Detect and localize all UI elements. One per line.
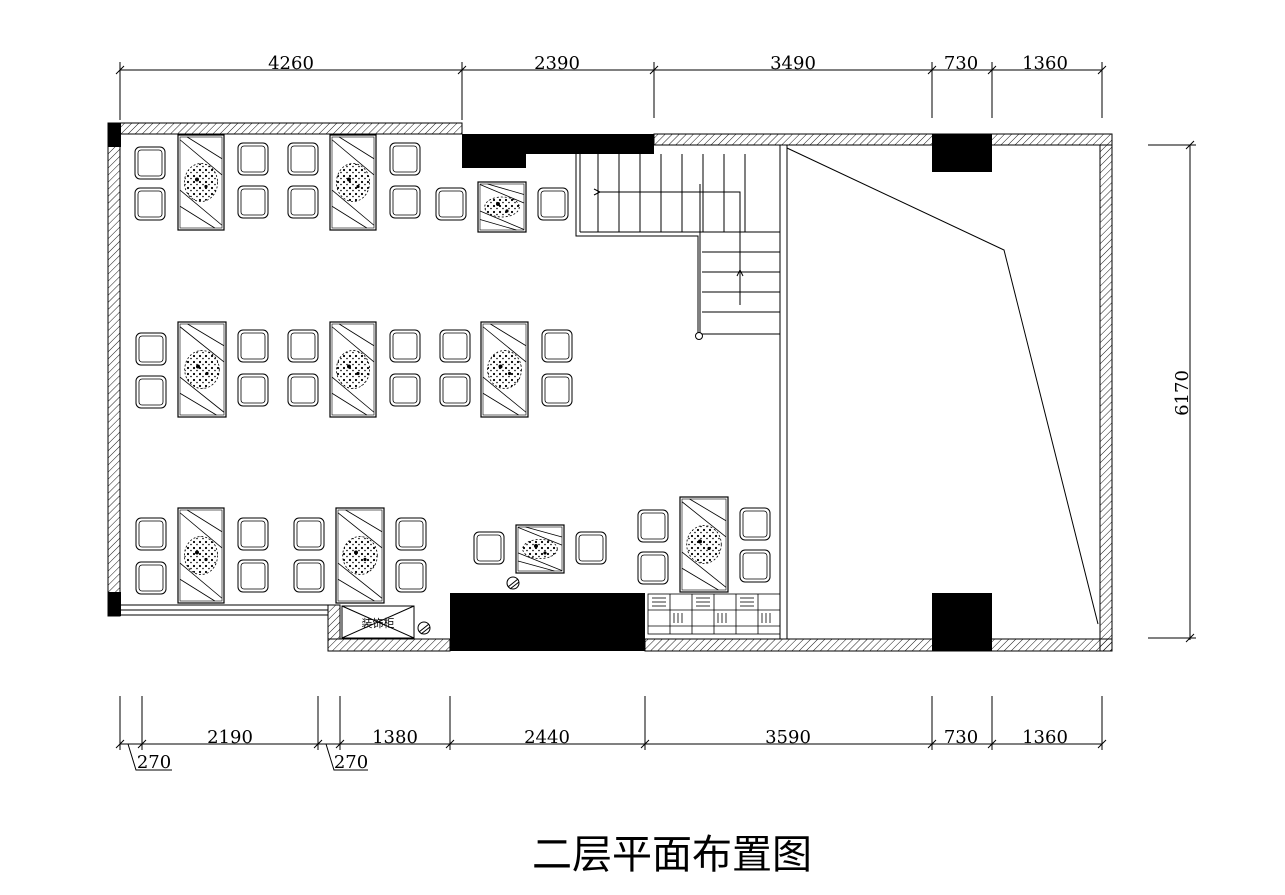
planter-icon: [506, 576, 520, 590]
table-with-plant: [177, 507, 225, 604]
chair-icon: [287, 185, 319, 219]
table-with-plant: [480, 321, 529, 418]
bottom-dim-6: 1360: [1022, 727, 1068, 748]
top-dimension-chain: [115, 62, 1107, 120]
furniture: [134, 134, 771, 604]
bottom-dim-2: 1380: [372, 727, 418, 748]
chair-icon: [237, 142, 269, 176]
right-dimension: [1148, 140, 1196, 643]
chair-icon: [389, 185, 421, 219]
chair-icon: [637, 509, 669, 543]
bottom-dim-4: 3590: [765, 727, 811, 748]
chair-icon: [389, 329, 421, 363]
table-with-plant: [515, 524, 565, 574]
chair-icon: [739, 549, 771, 583]
chair-icon: [637, 551, 669, 585]
table-with-plant: [177, 134, 225, 231]
chair-icon: [739, 507, 771, 541]
chair-icon: [237, 517, 269, 551]
bottom-dim-3: 2440: [524, 727, 570, 748]
top-dim-1: 4260: [268, 53, 314, 74]
chair-icon: [135, 517, 167, 551]
chair-icon: [435, 187, 467, 221]
chair-icon: [134, 146, 166, 180]
chair-icon: [293, 517, 325, 551]
chair-icon: [293, 559, 325, 593]
chair-icon: [287, 373, 319, 407]
top-dim-5: 1360: [1022, 53, 1068, 74]
chair-icon: [541, 329, 573, 363]
planter-icon: [417, 621, 431, 635]
chair-icon: [537, 187, 569, 221]
decorative-cabinet: [341, 605, 415, 639]
chair-icon: [237, 559, 269, 593]
chair-icon: [389, 373, 421, 407]
chair-icon: [395, 559, 427, 593]
columns: [108, 123, 992, 651]
top-dim-3: 3490: [770, 53, 816, 74]
chair-icon: [237, 373, 269, 407]
chair-icon: [135, 561, 167, 595]
chair-icon: [287, 329, 319, 363]
wood-floor-tiles: [647, 593, 781, 635]
bottom-dim-5: 730: [944, 727, 978, 748]
chair-icon: [389, 142, 421, 176]
chair-icon: [287, 142, 319, 176]
table-with-plant: [477, 181, 527, 233]
right-dim: 6170: [1172, 370, 1193, 416]
table-with-plant: [679, 496, 729, 593]
cabinet-label: 装饰柜: [362, 616, 395, 630]
chair-icon: [439, 329, 471, 363]
table-with-plant: [329, 321, 377, 418]
top-dim-2: 2390: [534, 53, 580, 74]
bottom-dimension-chain: [115, 696, 1107, 771]
staircase: [575, 154, 780, 340]
bottom-offset-1: 270: [137, 752, 171, 773]
chair-icon: [439, 373, 471, 407]
chair-icon: [575, 531, 607, 565]
top-dim-4: 730: [944, 53, 978, 74]
bottom-offset-2: 270: [334, 752, 368, 773]
table-with-plant: [329, 134, 377, 231]
chair-icon: [541, 373, 573, 407]
chair-icon: [237, 329, 269, 363]
table-with-plant: [177, 321, 227, 418]
chair-icon: [395, 517, 427, 551]
table-with-plant: [335, 507, 385, 604]
bottom-dim-1: 2190: [207, 727, 253, 748]
chair-icon: [473, 531, 505, 565]
atrium-void: [779, 145, 1099, 639]
plan-title: 二层平面布置图: [532, 832, 812, 878]
chair-icon: [135, 375, 167, 409]
chair-icon: [135, 332, 167, 366]
chair-icon: [237, 185, 269, 219]
chair-icon: [134, 187, 166, 221]
